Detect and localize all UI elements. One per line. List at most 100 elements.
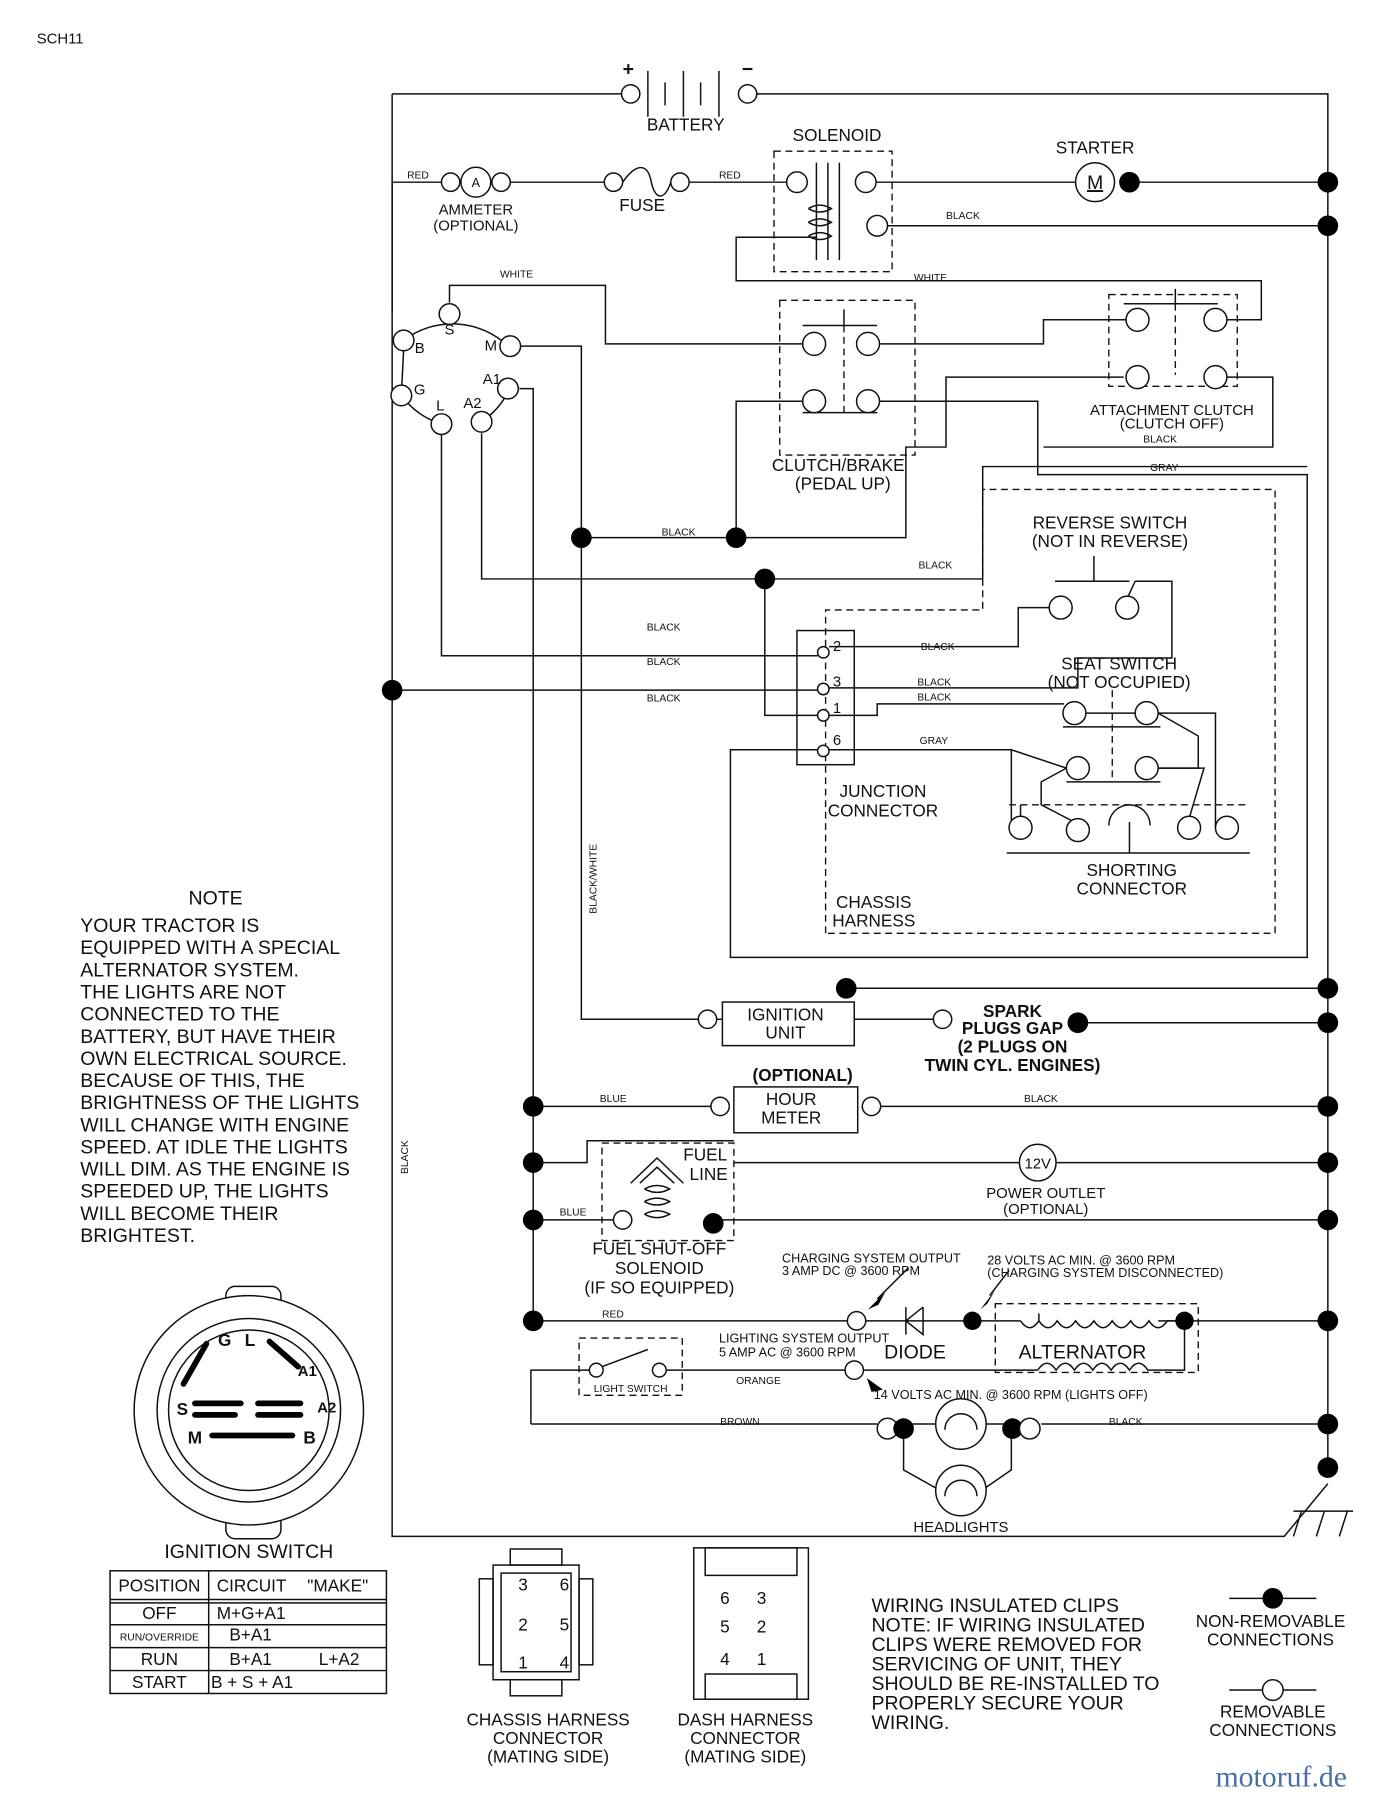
spark-plugs: SPARK PLUGS GAP (2 PLUGS ON TWIN CYL. EN… (925, 1001, 1101, 1075)
text-line: CONNECTED TO THE (80, 1004, 279, 1026)
wire-label: BLACK (917, 692, 951, 703)
table-header: CIRCUIT (217, 1575, 287, 1595)
pin-2-label: 2 (833, 639, 841, 655)
pin-label: 6 (560, 1574, 570, 1594)
wire-label: BLACK/WHITE (588, 844, 599, 914)
text-line: BRIGHTEST. (80, 1225, 195, 1247)
wire-label: BLACK (917, 678, 951, 689)
dash-harness-connector: 6 3 5 2 4 1 DASH HARNESS CONNECTOR (MATI… (678, 1547, 814, 1766)
face-l: L (245, 1330, 256, 1350)
lighting-output-label: LIGHTING SYSTEM OUTPUT (719, 1332, 890, 1346)
text-line: EQUIPPED WITH A SPECIAL (80, 937, 340, 959)
battery: + − BATTERY (620, 59, 758, 135)
terminal-g-label: G (414, 382, 426, 398)
table-cell: B+A1 (229, 1625, 272, 1645)
connector-label: CHASSIS HARNESS (466, 1710, 629, 1730)
legend-removable: REMOVABLE (1220, 1702, 1326, 1722)
legend-removable-2: CONNECTIONS (1209, 1720, 1336, 1740)
text-line: YOUR TRACTOR IS (80, 915, 259, 937)
wire-label: BLACK (946, 211, 980, 222)
face-a2: A2 (317, 1401, 336, 1417)
reverse-switch-label: REVERSE SWITCH (1033, 512, 1188, 532)
power-outlet: 12V POWER OUTLET (OPTIONAL) (986, 1143, 1105, 1218)
table-header: "MAKE" (307, 1575, 368, 1595)
plugs-note-1: (2 PLUGS ON (958, 1037, 1068, 1057)
terminal-a1-label: A1 (483, 372, 501, 388)
charging-system: CHARGING SYSTEM OUTPUT 3 AMP DC @ 3600 R… (719, 1251, 1223, 1401)
diode-label: DIODE (884, 1342, 946, 1364)
clutch-brake-state: (PEDAL UP) (795, 473, 891, 493)
ignition-switch-title: IGNITION SWITCH (164, 1541, 333, 1563)
text-line: BECAUSE OF THIS, THE (80, 1070, 304, 1092)
clutch-brake-label: CLUTCH/BRAKE (772, 455, 905, 475)
pin-label: 2 (757, 1617, 767, 1637)
pin-label: 5 (720, 1617, 730, 1637)
starter-label: STARTER (1056, 138, 1135, 158)
chassis-harness: 2 3 1 6 JUNCTION CONNECTOR CHASSIS HARNE… (796, 488, 1276, 934)
wire-label: BLACK (662, 527, 696, 538)
wire-label: GRAY (920, 736, 949, 747)
wire-label: BLACK (647, 694, 681, 705)
connector-label: CONNECTOR (493, 1728, 603, 1748)
ignition-unit-label-2: UNIT (765, 1023, 806, 1043)
fuel-line-label: FUEL (683, 1144, 727, 1164)
wire-label: BLACK (1143, 434, 1177, 445)
attachment-clutch-label: ATTACHMENT CLUTCH (1090, 403, 1254, 419)
fuel-solenoid-label: FUEL SHUT-OFF (592, 1238, 726, 1258)
text-line: WIRING. (871, 1712, 949, 1734)
page-id: SCH11 (37, 31, 84, 47)
legend-non-removable: NON-REMOVABLE (1196, 1611, 1346, 1631)
text-line: SERVICING OF UNIT, THEY (871, 1654, 1121, 1676)
charging-volts-label: 28 VOLTS AC MIN. @ 3600 RPM (987, 1254, 1175, 1268)
charging-output-spec: 3 AMP DC @ 3600 RPM (782, 1264, 920, 1278)
charging-volts-note: (CHARGING SYSTEM DISCONNECTED) (987, 1266, 1223, 1280)
ignition-unit: IGNITION UNIT (697, 1001, 856, 1047)
note-title: NOTE (189, 888, 243, 910)
table-cell: RUN/OVERRIDE (120, 1633, 199, 1644)
clutch-brake-switch: CLUTCH/BRAKE (PEDAL UP) (772, 299, 916, 493)
fuel-shutoff-solenoid: FUEL LINE FUEL SHUT-OFF SOLENOID (IF SO … (584, 1142, 735, 1297)
connector-label: DASH HARNESS (678, 1710, 814, 1730)
text-line: SHOULD BE RE-INSTALLED TO (871, 1673, 1159, 1695)
hour-meter: (OPTIONAL) HOUR METER (710, 1065, 882, 1134)
face-s: S (177, 1399, 188, 1419)
pin-label: 1 (518, 1652, 528, 1672)
ammeter: A AMMETER (OPTIONAL) (433, 166, 519, 234)
light-switch[interactable]: LIGHT SWITCH (578, 1337, 683, 1397)
wire-label: BLACK (918, 561, 952, 572)
terminal-m-label: M (485, 339, 497, 355)
pin-label: 2 (518, 1614, 528, 1634)
wire-label: BLACK (1109, 1417, 1143, 1428)
hour-meter-optional: (OPTIONAL) (753, 1065, 853, 1085)
charging-output-label: CHARGING SYSTEM OUTPUT (782, 1251, 961, 1265)
text-line: NOTE: IF WIRING INSULATED (871, 1615, 1145, 1637)
lighting-volts-label: 14 VOLTS AC MIN. @ 3600 RPM (LIGHTS OFF) (874, 1388, 1148, 1402)
ignition-unit-label: IGNITION (747, 1004, 823, 1024)
table-cell: START (132, 1672, 187, 1692)
text-line: WILL BECOME THEIR (80, 1203, 278, 1225)
face-g: G (218, 1330, 231, 1350)
text-line: BATTERY, BUT HAVE THEIR (80, 1026, 336, 1048)
connector-label: (MATING SIDE) (684, 1746, 806, 1766)
headlights: HEADLIGHTS (876, 1398, 1041, 1536)
reverse-switch: REVERSE SWITCH (NOT IN REVERSE) (1032, 512, 1188, 620)
wire-label: RED (719, 171, 741, 182)
table-cell: OFF (142, 1603, 176, 1623)
chassis-harness-label: CHASSIS (836, 892, 911, 912)
table-cell: B+A1 (229, 1649, 272, 1669)
chassis-harness-connector: 3 6 2 5 1 4 CHASSIS HARNESS CONNECTOR (M… (466, 1548, 630, 1766)
wire-label: GRAY (1150, 463, 1179, 474)
text-line: BRIGHTNESS OF THE LIGHTS (80, 1092, 359, 1114)
pin-label: 3 (518, 1574, 528, 1594)
text-line: OWN ELECTRICAL SOURCE. (80, 1048, 347, 1070)
wire-labels: RED RED BLACK WHITE WHITE BLACK GRAY BLA… (400, 171, 1178, 1428)
table-cell: M+G+A1 (217, 1603, 286, 1623)
text-line: CLIPS WERE REMOVED FOR (871, 1634, 1142, 1656)
seat-switch-state: (NOT OCCUPIED) (1048, 672, 1191, 692)
wire-label: BLACK (400, 1140, 411, 1174)
wire-label: WHITE (914, 273, 947, 284)
wire-label: RED (407, 171, 429, 182)
wires (391, 93, 1329, 1538)
ignition-switch-diagram: G L A1 S A2 M B IGNITION SWITCH (133, 1285, 365, 1563)
